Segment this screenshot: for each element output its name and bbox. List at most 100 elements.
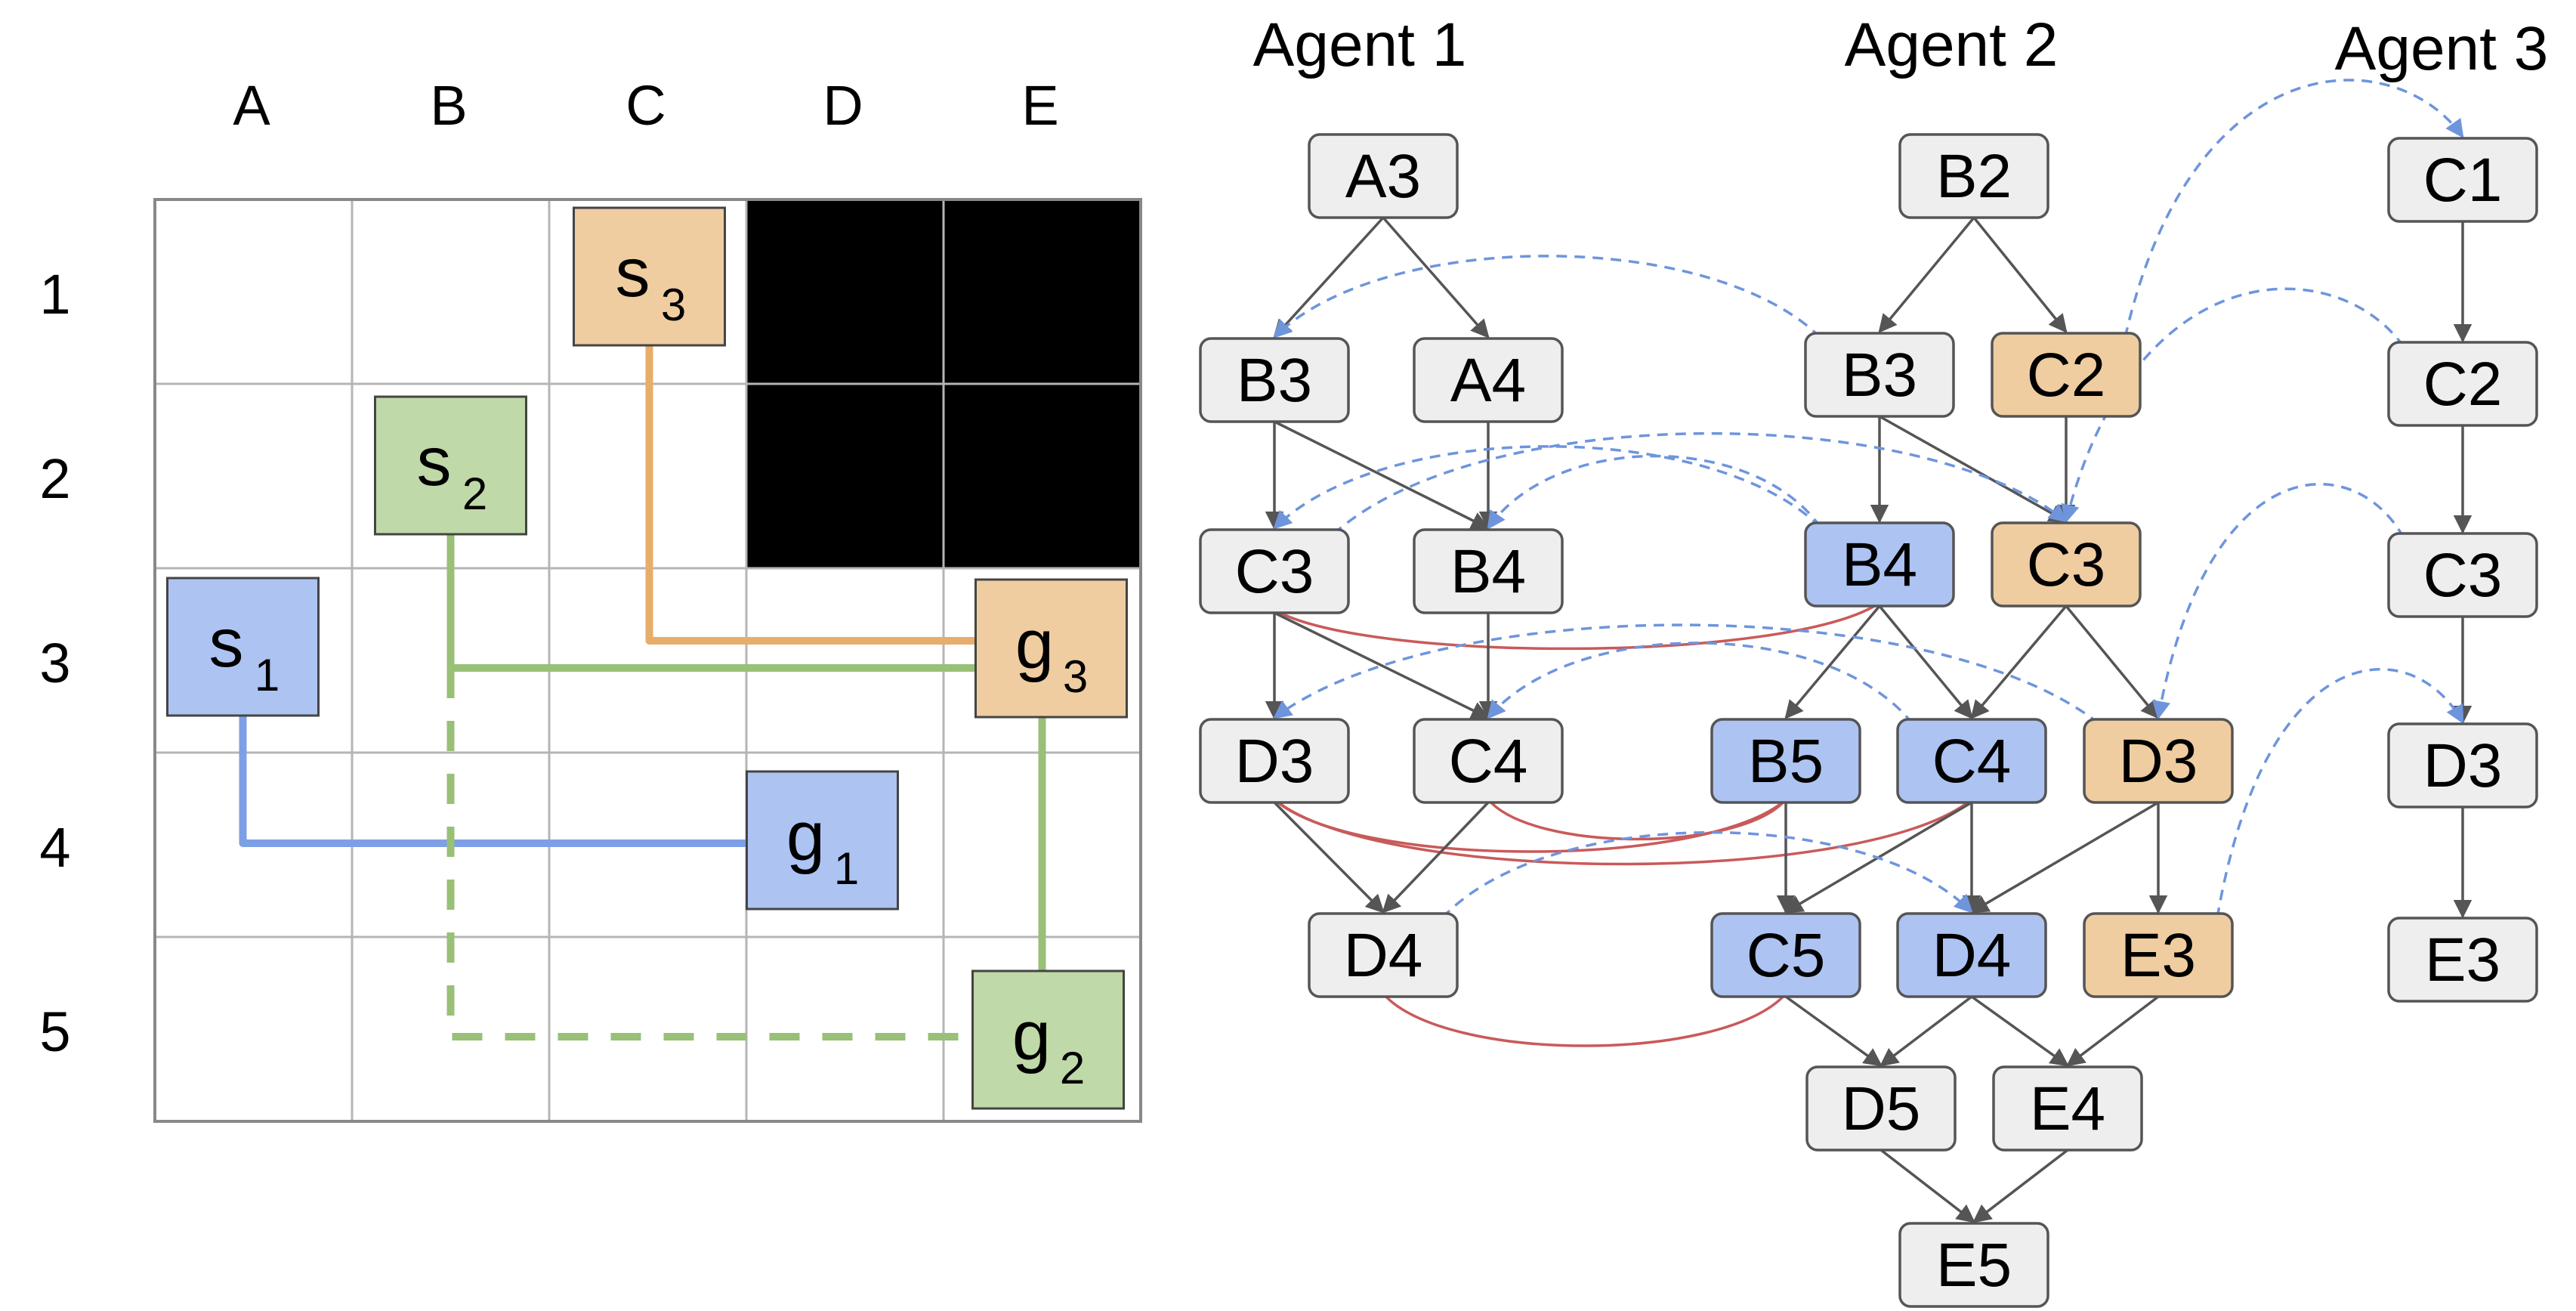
dependency-a1-C3-to-a2-C3 — [1332, 431, 2068, 536]
marker-index-s3: 3 — [661, 280, 686, 330]
dag-node-box — [1199, 337, 1350, 423]
dag-node-box — [1413, 337, 1564, 423]
dag-node-a2-B4: B4 — [1804, 521, 1955, 608]
dag-node-label: B3 — [1842, 341, 1917, 410]
dag-node-a2-E4: E4 — [1992, 1065, 2143, 1152]
conflict-a1-C3-a2-B4 — [1274, 601, 1880, 651]
dag-node-a3-C1: C1 — [2387, 137, 2538, 223]
dag-node-a1-C4: C4 — [1413, 718, 1564, 804]
agent1-path — [239, 659, 835, 847]
dag-node-box — [1308, 133, 1459, 219]
agent2-alt-path — [446, 668, 1042, 1040]
dag-node-box — [2387, 722, 2538, 809]
dependency-a3-C3-to-a2-D3 — [2151, 482, 2405, 720]
dag-node-a2-D5: D5 — [1805, 1065, 1957, 1152]
dag-node-box — [1199, 528, 1350, 614]
edge-a2-B4-to-a2-C4 — [1878, 604, 1973, 719]
dag-node-label: A4 — [1450, 346, 1526, 415]
edge-a2-D4-to-a2-E4 — [1970, 995, 2069, 1067]
dag-node-label: D3 — [2119, 727, 2198, 796]
grid-cell-a5 — [155, 937, 352, 1121]
dependency-a1-D4-to-a2-D4 — [1441, 830, 1973, 920]
grid-border — [153, 198, 1142, 1123]
dag-node-a1-D3: D3 — [1199, 718, 1350, 804]
dag-node-box — [1804, 332, 1955, 418]
dag-node-box — [1413, 528, 1564, 614]
column-label-c: C — [625, 74, 666, 137]
dag-node-box — [1991, 332, 2142, 418]
dag-node-label: B5 — [1748, 727, 1824, 796]
dag-node-box — [1804, 521, 1955, 608]
edge-a2-C3-to-a2-C4 — [1970, 604, 2068, 719]
column-label-b: B — [430, 74, 467, 137]
dependency-a2-E3-to-a3-D3 — [2216, 668, 2464, 919]
dag-node-label: E3 — [2425, 926, 2500, 994]
dag-node-box — [1710, 912, 1861, 998]
dag-node-box — [1199, 718, 1350, 804]
dag-node-a1-B3: B3 — [1199, 337, 1350, 423]
edge-a2-B2-to-a2-B3 — [1878, 216, 1975, 333]
edge-a2-D4-to-a2-D5 — [1879, 995, 1973, 1067]
agent3-path — [645, 272, 1044, 645]
dag-node-label: D3 — [1235, 727, 1314, 796]
marker-letter-g2: g — [1012, 997, 1051, 1074]
dag-node-a2-C2: C2 — [1991, 332, 2142, 418]
dag-node-box — [1896, 718, 2047, 804]
grid-lines — [153, 198, 1142, 1123]
column-labels: A B C D E — [233, 74, 1058, 137]
dag-node-box — [2083, 718, 2234, 804]
dag-node-box — [1898, 1222, 2049, 1308]
dag-node-a3-C3: C3 — [2387, 532, 2538, 618]
row-label-3: 3 — [39, 632, 70, 694]
edge-a2-B4-to-a2-B5 — [1784, 604, 1881, 719]
dag-node-a1-A4: A4 — [1413, 337, 1564, 423]
dag-node-label: C1 — [2423, 146, 2503, 215]
edge-a2-D3-to-a2-D4 — [1969, 801, 2159, 914]
dag-node-label: A3 — [1345, 142, 1421, 211]
dag-node-label: C2 — [2423, 350, 2503, 419]
edge-a2-D5-to-a2-E5 — [1879, 1149, 1975, 1223]
marker-box-g2 — [971, 969, 1125, 1110]
dag-node-box — [2083, 912, 2234, 998]
dag-node-box — [1896, 912, 2047, 998]
marker-box-s1 — [166, 577, 320, 717]
conflict-a1-D3-a2-C4 — [1273, 798, 1973, 866]
edge-a1-C4-to-a1-D4 — [1382, 801, 1490, 914]
blocked-cell-d2 — [746, 384, 944, 568]
conflict-edges — [1273, 601, 1973, 1047]
column-label-a: A — [233, 74, 270, 137]
dag-node-a2-C5: C5 — [1710, 912, 1861, 998]
dag-node-label: B3 — [1237, 346, 1312, 415]
dag-node-a1-D4: D4 — [1308, 912, 1459, 998]
dag-node-label: B4 — [1450, 537, 1526, 606]
marker-index-g3: 3 — [1063, 651, 1088, 702]
marker-letter-g3: g — [1015, 606, 1054, 683]
marker-box-g1 — [746, 770, 899, 911]
edge-a2-C5-to-a2-D5 — [1784, 995, 1883, 1067]
grid-cell-d3 — [746, 568, 944, 753]
agent2-path — [446, 484, 1046, 1037]
column-label-e: E — [1021, 74, 1058, 137]
dag-node-label: D3 — [2423, 731, 2503, 800]
edge-a1-A3-to-a1-B3 — [1273, 216, 1385, 339]
dag-node-a1-B4: B4 — [1413, 528, 1564, 614]
edge-a1-D3-to-a1-D4 — [1273, 801, 1385, 914]
marker-letter-s1: s — [209, 604, 244, 682]
dependency-a3-C2-to-a2-C3 — [2061, 287, 2405, 524]
blocked-cells — [746, 199, 1141, 568]
edge-a2-B3-to-a2-C3 — [1879, 415, 2068, 523]
edge-a2-C3-to-a2-D3 — [2065, 604, 2160, 719]
edge-a2-E3-to-a2-E4 — [2066, 995, 2160, 1067]
dag-node-label: D5 — [1842, 1074, 1921, 1143]
dag-node-a3-E3: E3 — [2387, 917, 2538, 1003]
marker-letter-g1: g — [786, 798, 825, 875]
grid-cell-d5 — [746, 937, 944, 1121]
marker-box-g3 — [974, 578, 1128, 719]
dag-node-a2-D3: D3 — [2083, 718, 2234, 804]
marker-index-s1: 1 — [255, 650, 280, 700]
